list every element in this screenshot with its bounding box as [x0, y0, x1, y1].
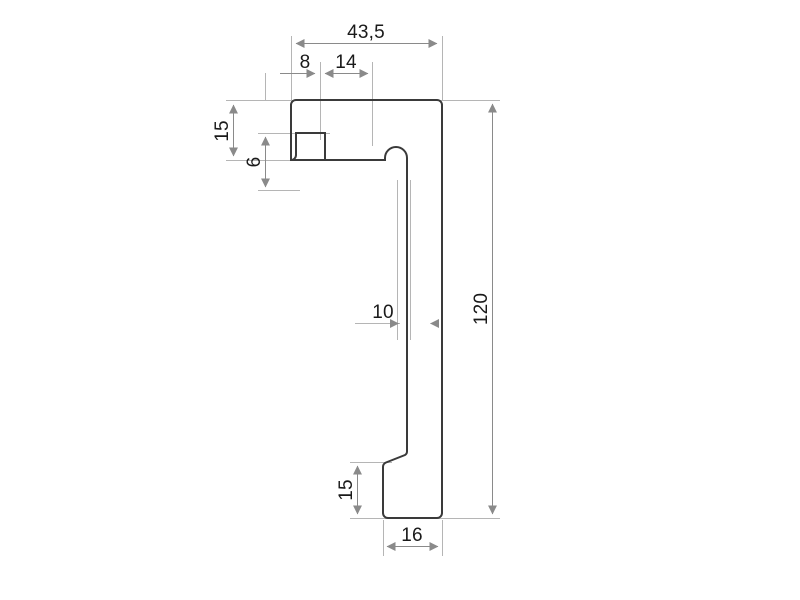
dimension-label-foot-height: 15 — [336, 479, 357, 501]
profile-outline-path — [290, 99, 443, 519]
dimension-label-web-thickness: 10 — [372, 302, 394, 323]
dimension-notch-depth: 6 — [244, 136, 270, 188]
dimension-foot-width: 16 — [386, 525, 439, 551]
dimension-overall-width: 43,5 — [295, 22, 438, 48]
dimension-web-thickness: 10 — [372, 302, 440, 328]
profile-inner-detail — [291, 159, 325, 161]
dimension-head-height: 15 — [212, 104, 238, 157]
dimension-label-overall-height: 120 — [471, 293, 492, 325]
dimension-label-head-height: 15 — [212, 120, 233, 142]
extension-lines — [226, 36, 500, 556]
dimension-label-notch-depth: 6 — [244, 157, 265, 168]
dimension-label-notch-width: 14 — [335, 52, 357, 73]
dimension-foot-height: 15 — [336, 465, 362, 515]
dimension-label-overall-width: 43,5 — [347, 22, 385, 43]
dimension-overall-height: 120 — [471, 103, 497, 515]
dimension-notch-offset: 8 — [280, 52, 316, 78]
dimension-label-foot-width: 16 — [401, 525, 423, 546]
dimension-label-notch-offset: 8 — [300, 52, 311, 73]
dimension-notch-width: 14 — [324, 52, 369, 78]
